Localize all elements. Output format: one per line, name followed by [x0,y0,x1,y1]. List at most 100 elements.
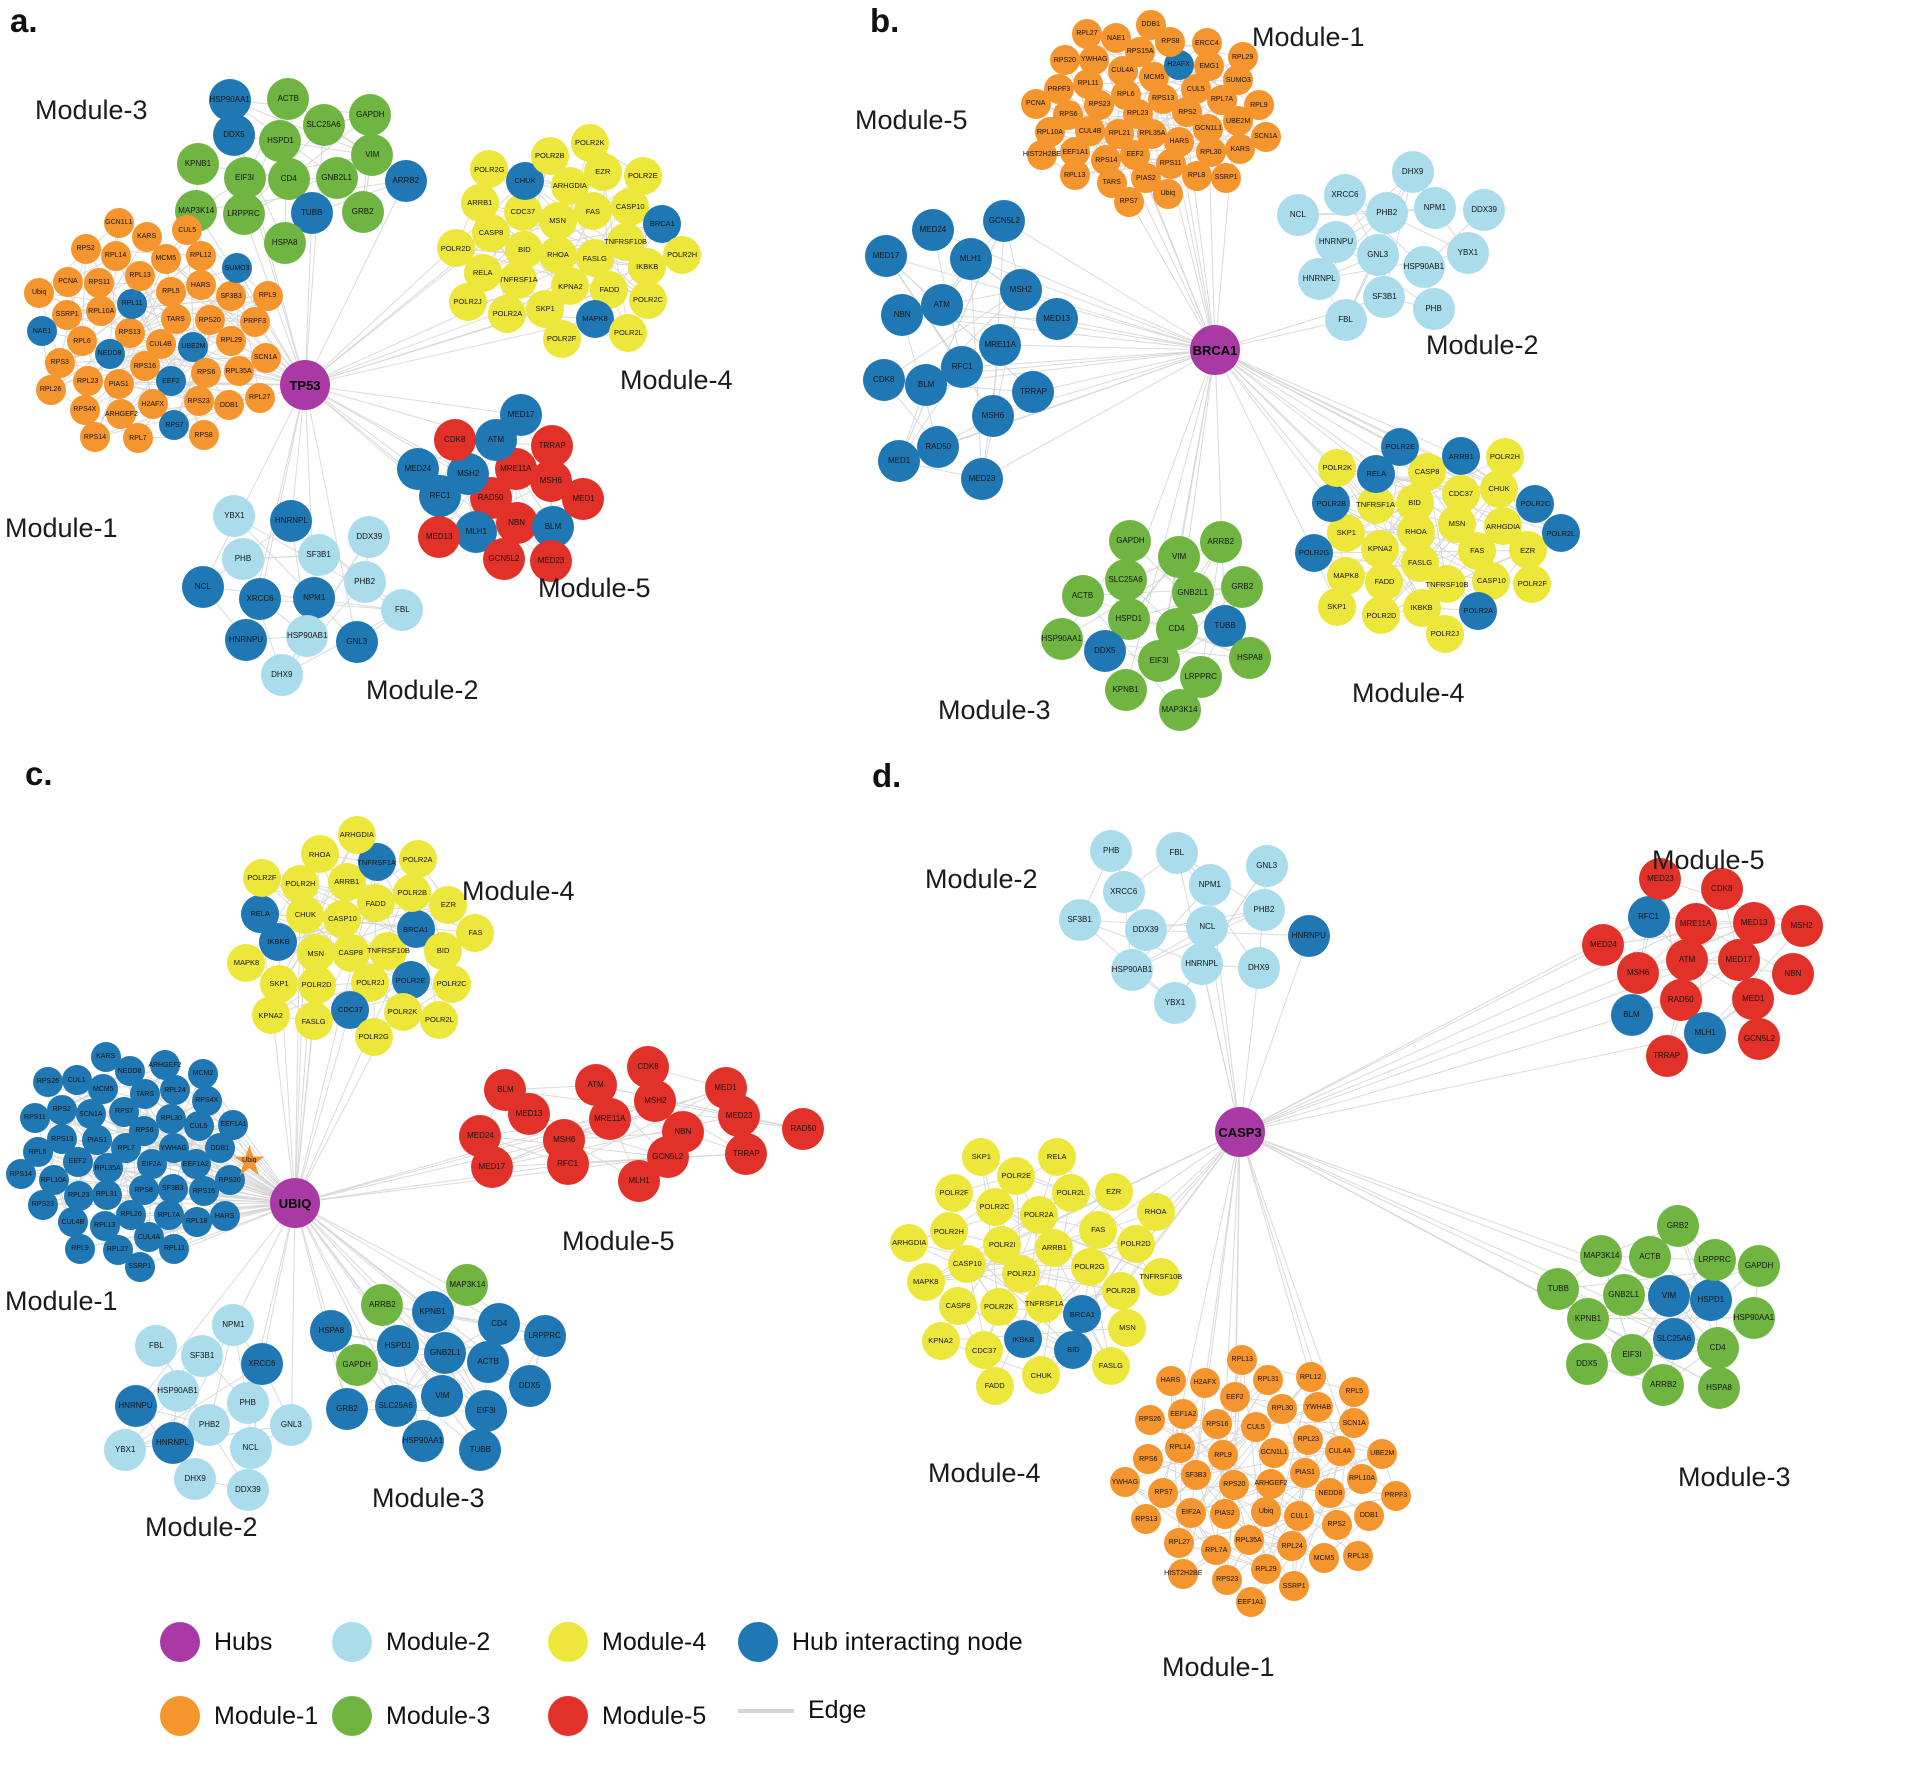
network-node[interactable]: LRPPRC [523,1314,566,1357]
network-node[interactable]: RPS26 [1134,1404,1165,1435]
network-node[interactable]: GCN1L1 [1259,1437,1290,1468]
network-node[interactable]: MSN [1108,1308,1147,1347]
network-node[interactable]: PHB [1412,288,1455,331]
network-node[interactable]: TUBB [459,1429,502,1472]
network-node[interactable]: RPL9 [1208,1440,1238,1471]
network-node[interactable]: MED13 [1035,298,1078,341]
network-node[interactable]: TRRAP [531,424,574,467]
network-node[interactable]: RPL12 [1295,1362,1326,1393]
network-node[interactable]: TRRAP [1645,1034,1688,1077]
network-node[interactable]: SCN1A [1250,121,1281,152]
network-node[interactable]: GAPDH [349,93,392,136]
network-node[interactable]: RPL24 [1277,1531,1308,1562]
network-node[interactable]: DDB1 [214,390,245,421]
network-node[interactable]: GRB2 [1656,1204,1699,1247]
network-node[interactable]: ACTB [1628,1236,1671,1279]
network-node[interactable]: HARS [1155,1365,1186,1396]
network-node[interactable]: NBN [881,294,924,337]
hub-node[interactable]: BRCA1 [1190,325,1240,375]
network-node[interactable]: ARRB2 [361,1283,404,1326]
network-node[interactable]: RPL27 [1071,18,1102,49]
hub-node[interactable]: TP53 [280,360,330,410]
network-node[interactable]: RPL11 [159,1233,190,1264]
network-node[interactable]: MCM2 [187,1058,218,1089]
network-node[interactable]: MAP3K14 [446,1263,489,1306]
network-node[interactable]: POLR2D [1362,596,1401,635]
network-node[interactable]: GNB2L1 [315,157,358,200]
network-node[interactable]: GCN5L2 [983,199,1026,242]
network-node[interactable]: RPS6 [191,357,222,388]
network-node[interactable]: POLR2A [488,295,527,334]
network-node[interactable]: RPL30 [156,1103,187,1134]
hub-node[interactable]: CASP3 [1215,1107,1265,1157]
network-node[interactable]: HSP90AA1 [208,78,251,121]
network-node[interactable]: GRB2 [341,191,384,234]
network-node[interactable]: KARS [90,1041,121,1072]
network-node[interactable]: RPL35A [223,356,254,387]
network-node[interactable]: POLR2B [393,873,432,912]
network-node[interactable]: EIF3I [465,1390,508,1433]
network-node[interactable]: LRPPRC [222,192,265,235]
network-node[interactable]: HSPA8 [1228,637,1271,680]
network-node[interactable]: RPL18 [1343,1541,1374,1572]
network-node[interactable]: SSRP1 [52,299,83,330]
network-node[interactable]: HNRNPL [270,499,313,542]
network-node[interactable]: FASLG [294,1002,333,1041]
network-node[interactable]: PHB2 [188,1403,231,1446]
network-node[interactable]: POLR2G [470,150,509,189]
network-node[interactable]: SLC25A6 [1652,1318,1695,1361]
network-node[interactable]: HIST2H2BE [1023,139,1061,170]
network-node[interactable]: RPL13 [125,260,156,291]
network-node[interactable]: CDC37 [965,1331,1004,1370]
network-node[interactable]: H2AFX [1189,1367,1220,1398]
network-node[interactable]: EEF2 [1219,1382,1250,1413]
network-node[interactable]: RPS4X [191,1085,222,1116]
network-node[interactable]: SKP1 [962,1137,1001,1176]
network-node[interactable]: RPL35A [1233,1525,1264,1556]
network-node[interactable]: HARS [209,1201,240,1232]
network-node[interactable]: PCNA [53,266,83,297]
network-node[interactable]: MSH6 [1617,951,1660,994]
network-node[interactable]: KPNB1 [411,1291,454,1334]
network-node[interactable]: HSPA8 [263,222,306,265]
network-node[interactable]: GCN5L2 [482,537,525,580]
network-node[interactable]: CDK8 [433,418,476,461]
network-node[interactable]: RPL35A [92,1153,123,1184]
network-node[interactable]: HSP90AB1 [286,615,329,658]
network-node[interactable]: FBL [135,1325,178,1368]
network-node[interactable]: MED17 [500,393,543,436]
network-node[interactable]: GNL3 [1356,234,1399,277]
network-node[interactable]: RPL13 [1059,160,1090,191]
network-node[interactable]: YWHAB [1303,1392,1334,1423]
network-node[interactable]: CD4 [1696,1327,1739,1370]
network-node[interactable]: RPL5 [1339,1376,1370,1407]
network-node[interactable]: POLR2J [1425,614,1464,653]
network-node[interactable]: Ubiq [1251,1496,1282,1527]
network-node[interactable]: YBX1 [213,495,256,538]
network-node[interactable]: Ubiq [24,277,55,308]
network-node[interactable]: RPS4X [69,394,100,425]
network-node[interactable]: SF3B1 [1363,275,1406,318]
network-node[interactable]: PHB2 [1242,888,1285,931]
network-node[interactable]: POLR2H [663,235,702,274]
network-node[interactable]: POLR2I [983,1225,1022,1264]
network-node[interactable]: RPL10A [86,296,117,327]
network-node[interactable]: POLR2G [354,1018,393,1057]
network-node[interactable]: FAS [456,913,495,952]
network-node[interactable]: MLH1 [949,237,992,280]
network-node[interactable]: RPS11 [84,267,115,298]
network-node[interactable]: NPM1 [212,1303,255,1346]
network-node[interactable]: DDX39 [348,516,391,559]
network-node[interactable]: MAP3K14 [1158,689,1201,732]
network-node[interactable]: KPNB1 [1104,668,1147,711]
network-node[interactable]: CUL4B [57,1207,88,1238]
network-node[interactable]: POLR2D [1116,1224,1155,1263]
network-node[interactable]: SF3B3 [216,281,247,312]
network-node[interactable]: MAPK8 [575,299,614,338]
network-node[interactable]: EIF3I [1610,1333,1653,1376]
network-node[interactable]: PIAS1 [1290,1457,1320,1488]
network-node[interactable]: KPNA2 [921,1321,960,1360]
network-node[interactable]: TRRAP [725,1132,768,1175]
network-node[interactable]: MED24 [1582,924,1625,967]
network-node[interactable]: NEDD8 [94,338,125,369]
